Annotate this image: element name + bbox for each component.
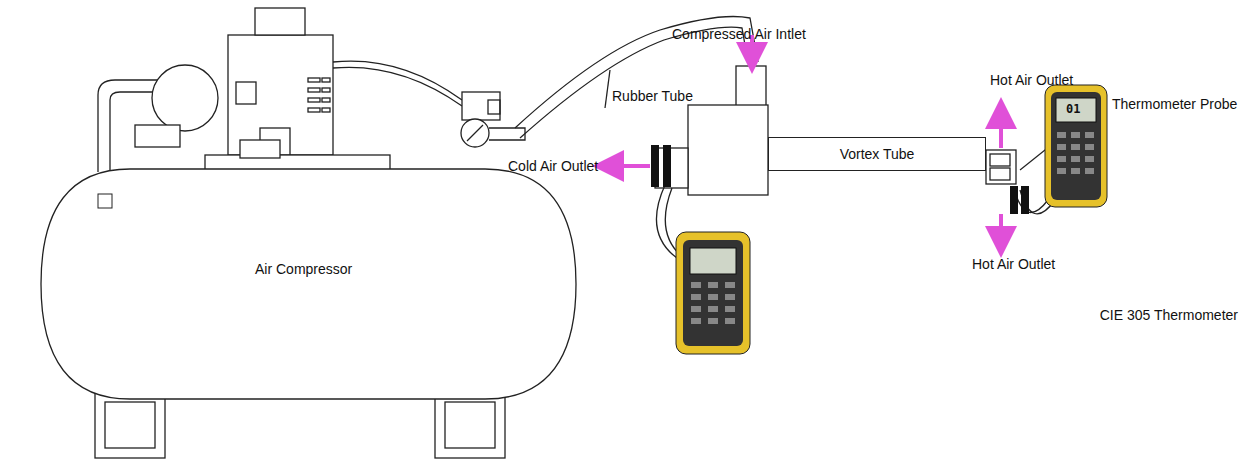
node-label: Air Compressor xyxy=(255,261,352,277)
part-label: Rubber Tube xyxy=(612,88,693,104)
probe-label: Thermometer Probe xyxy=(1112,96,1237,112)
tank-outline xyxy=(40,168,577,400)
instrument-label: CIE 305 Thermometer xyxy=(1100,307,1238,323)
display-reading: 01 xyxy=(1066,103,1080,117)
outlet-label: Hot Air Outlet xyxy=(972,256,1055,272)
inlet-label: Compressed Air Intlet xyxy=(672,26,806,42)
outlet-label: Hot Air Outlet xyxy=(990,72,1073,88)
vortex-tube: Vortex Tube xyxy=(768,137,986,171)
outlet-label: Cold Air Outlet xyxy=(508,158,598,174)
compressor-tank: Air Compressor xyxy=(40,168,577,400)
node-label: Vortex Tube xyxy=(840,146,915,162)
